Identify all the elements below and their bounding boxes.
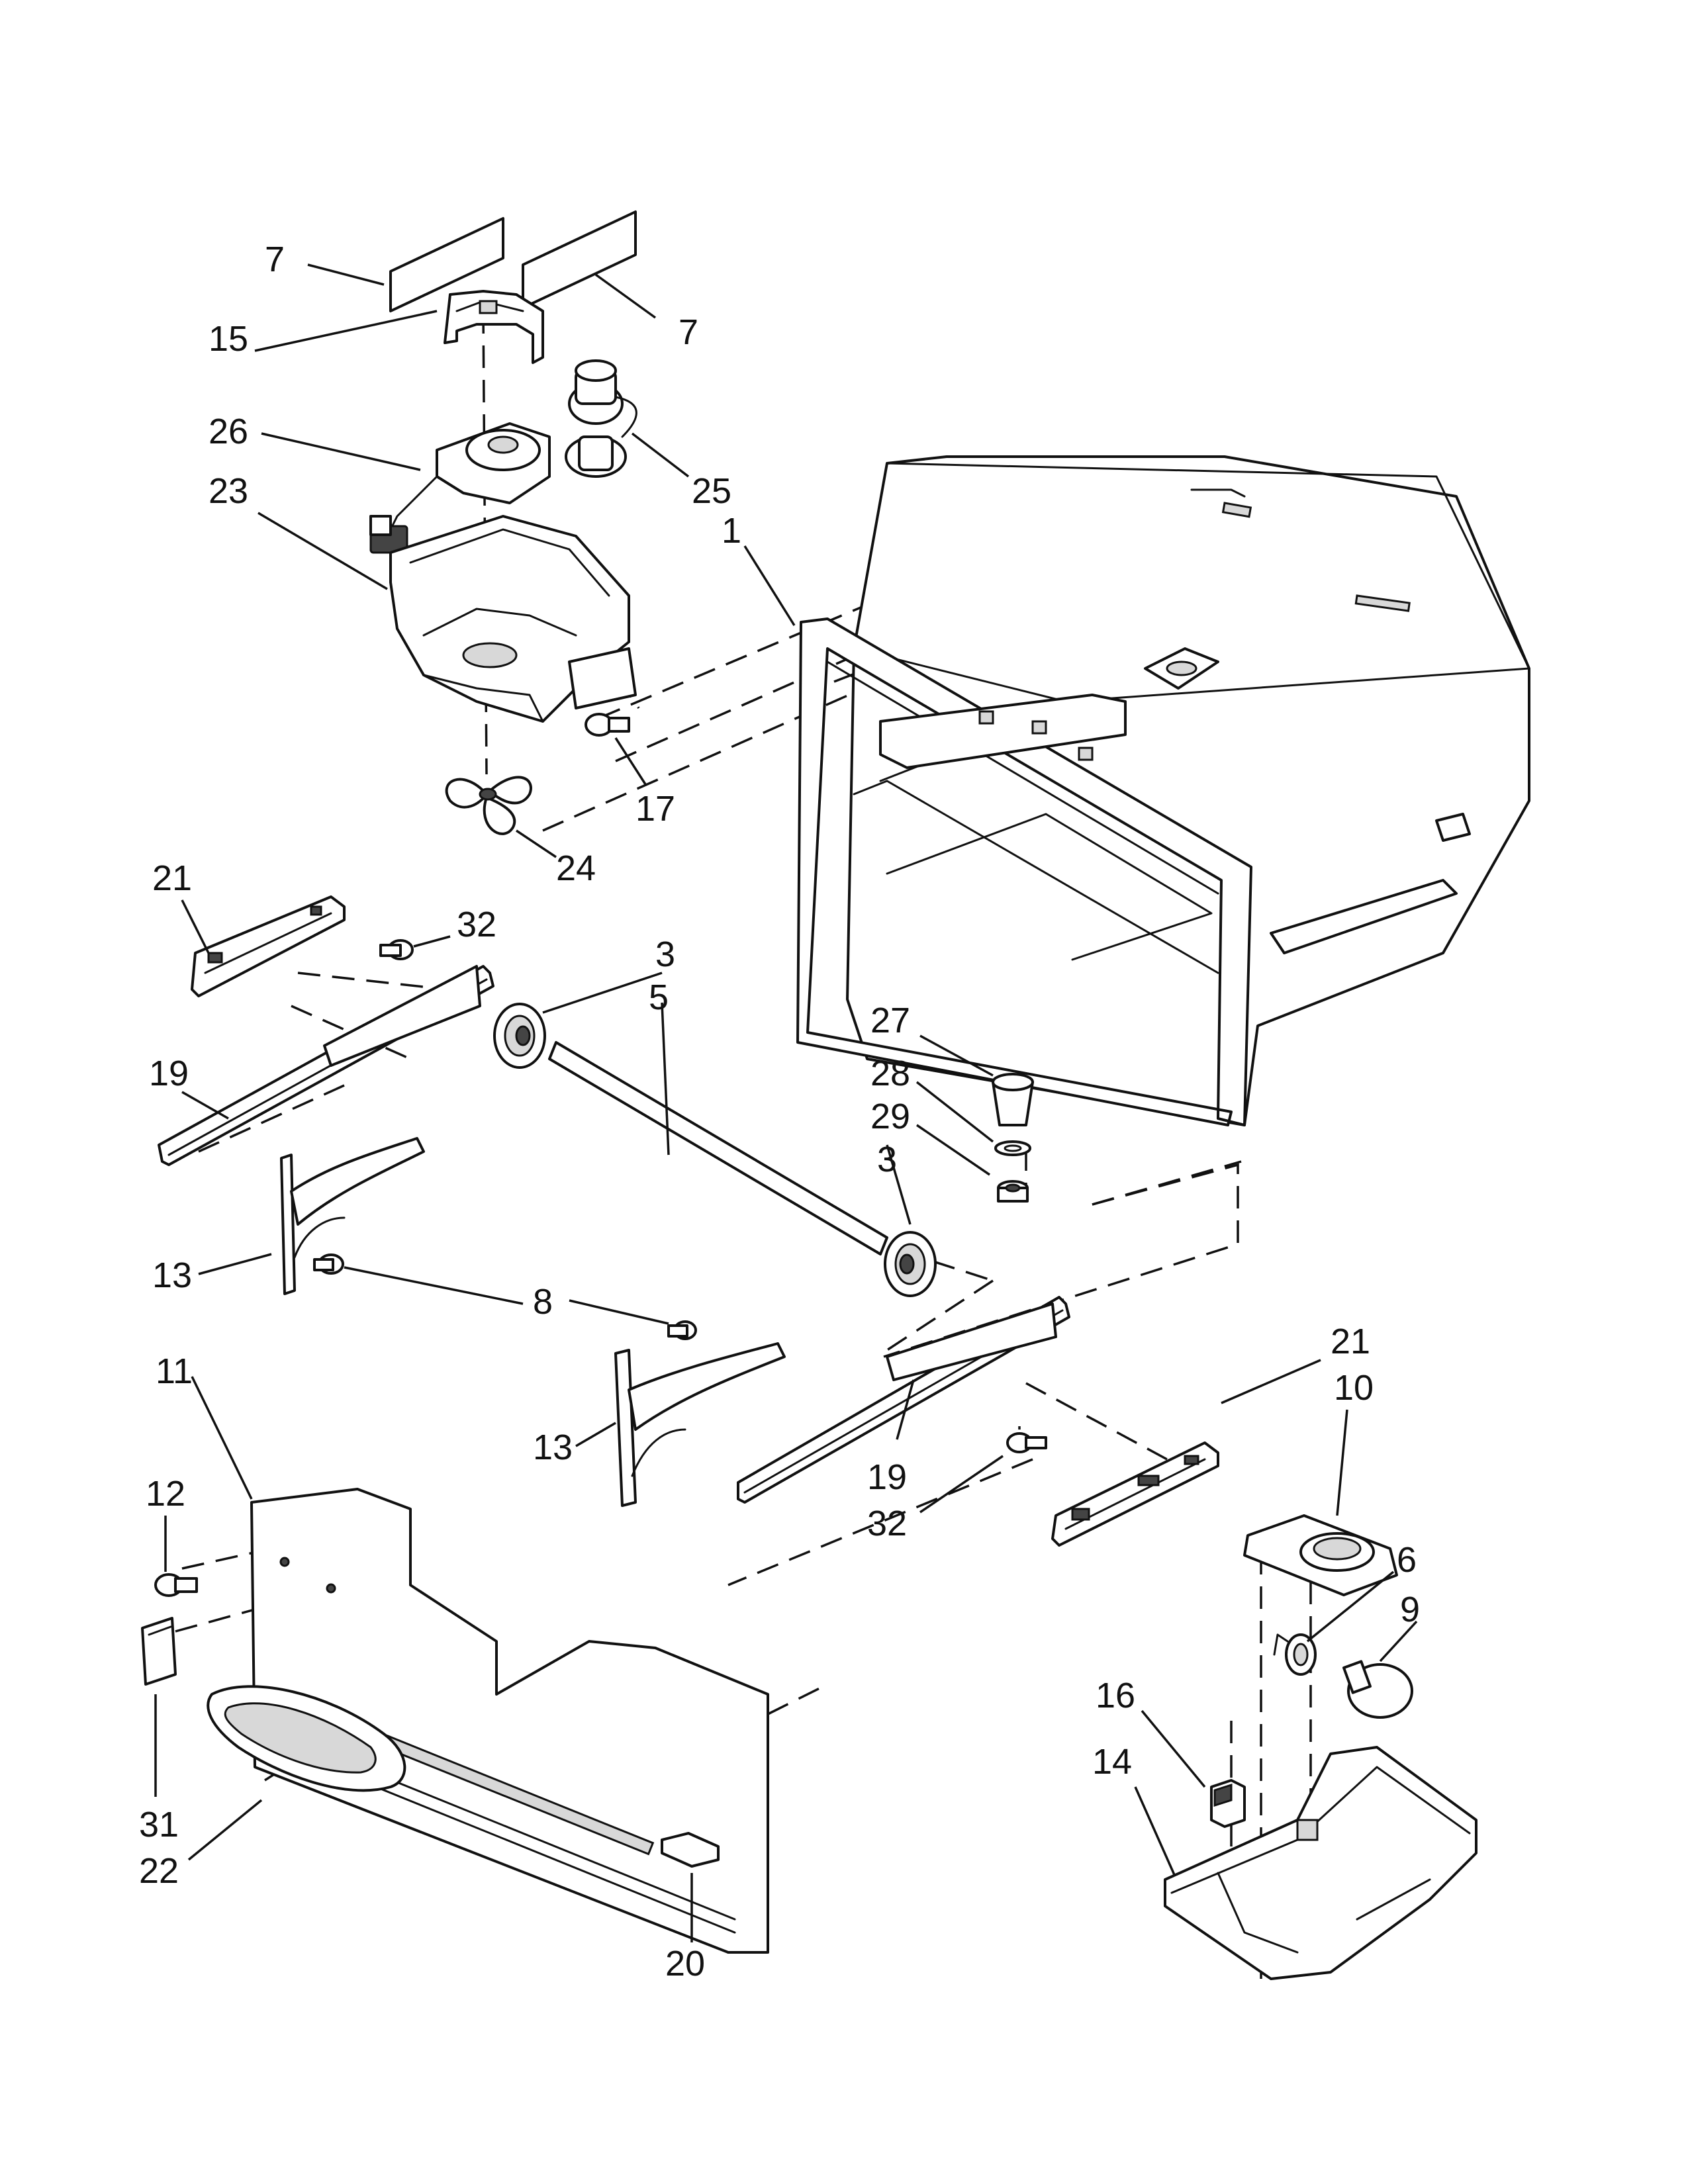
callout-6: 6	[1397, 1540, 1417, 1580]
part-14-light-housing	[1164, 1746, 1477, 1980]
part-20-foam-strip	[661, 1832, 720, 1868]
part-25-damper	[565, 359, 637, 478]
callout-14: 14	[1092, 1742, 1132, 1782]
callout-32-left: 32	[457, 905, 496, 944]
callout-26: 26	[209, 412, 248, 451]
callout-3-lower: 3	[877, 1140, 897, 1179]
callout-13-right: 13	[533, 1428, 573, 1467]
callout-5: 5	[649, 978, 669, 1017]
part-3-upper-gear	[493, 1003, 546, 1069]
callout-labels: 7 7 15 26 25 23 1 17 24 21 32 3 5 19 27 …	[139, 240, 1420, 1983]
part-9-bulb	[1342, 1660, 1413, 1719]
part-32-left-screw	[379, 939, 414, 960]
part-26-fan-motor	[369, 422, 551, 554]
callout-16: 16	[1096, 1676, 1135, 1715]
part-21-right-slide-bracket	[1051, 1441, 1219, 1547]
part-32-right-screw	[1006, 1432, 1047, 1453]
callout-32-right: 32	[867, 1504, 907, 1543]
part-13-left-bracket	[280, 1137, 425, 1295]
part-27-bushing	[992, 1073, 1034, 1126]
callout-22: 22	[139, 1851, 179, 1891]
callout-31: 31	[139, 1805, 179, 1844]
callout-19-left: 19	[149, 1054, 189, 1093]
part-7-right-gasket	[522, 210, 637, 309]
callout-24: 24	[556, 848, 596, 888]
callout-23: 23	[209, 471, 248, 511]
part-1-freezer-basket	[796, 455, 1530, 1126]
callout-25: 25	[692, 471, 731, 511]
part-10-light-cover	[1243, 1514, 1398, 1596]
part-15-motor-bracket	[444, 290, 544, 364]
part-7-left-gasket	[389, 217, 504, 312]
part-16-switch	[1210, 1779, 1246, 1828]
callout-7-right: 7	[679, 312, 698, 352]
part-24-fan-blade	[445, 776, 532, 835]
part-31-clip	[141, 1617, 177, 1686]
part-19-left-slide-rail	[158, 965, 494, 1166]
part-29-spacer	[997, 1180, 1029, 1203]
callout-20: 20	[665, 1944, 705, 1983]
part-8-screw	[313, 1253, 697, 1340]
callout-7-left: 7	[265, 240, 285, 279]
callout-11: 11	[156, 1351, 193, 1391]
part-17-screw	[585, 713, 630, 737]
callout-1: 1	[722, 511, 741, 551]
part-13-right-bracket	[614, 1342, 786, 1507]
callout-8: 8	[533, 1282, 553, 1322]
part-3-lower-gear	[884, 1231, 937, 1297]
callout-21-left: 21	[152, 858, 192, 898]
part-21-left-slide-bracket	[191, 895, 346, 997]
callout-13-left: 13	[152, 1255, 192, 1295]
callout-17: 17	[635, 789, 675, 829]
callout-28: 28	[870, 1054, 910, 1093]
callout-27: 27	[870, 1001, 910, 1040]
callout-12: 12	[146, 1474, 185, 1514]
callout-10: 10	[1334, 1368, 1374, 1408]
part-22-grille	[207, 1685, 406, 1792]
callout-9: 9	[1400, 1590, 1420, 1629]
part-12-screw	[154, 1573, 198, 1597]
part-5-shaft	[548, 1041, 888, 1255]
part-6-socket	[1273, 1633, 1317, 1676]
part-19-right-slide-rail	[737, 1296, 1070, 1504]
part-23-fan-housing	[389, 515, 637, 723]
callout-3-upper: 3	[655, 934, 675, 974]
callout-19-right: 19	[867, 1457, 907, 1497]
part-28-washer	[994, 1140, 1031, 1156]
callout-15: 15	[209, 319, 248, 359]
leader-lines	[154, 263, 1418, 1942]
callout-29: 29	[870, 1097, 910, 1136]
callout-21-right: 21	[1331, 1322, 1370, 1361]
